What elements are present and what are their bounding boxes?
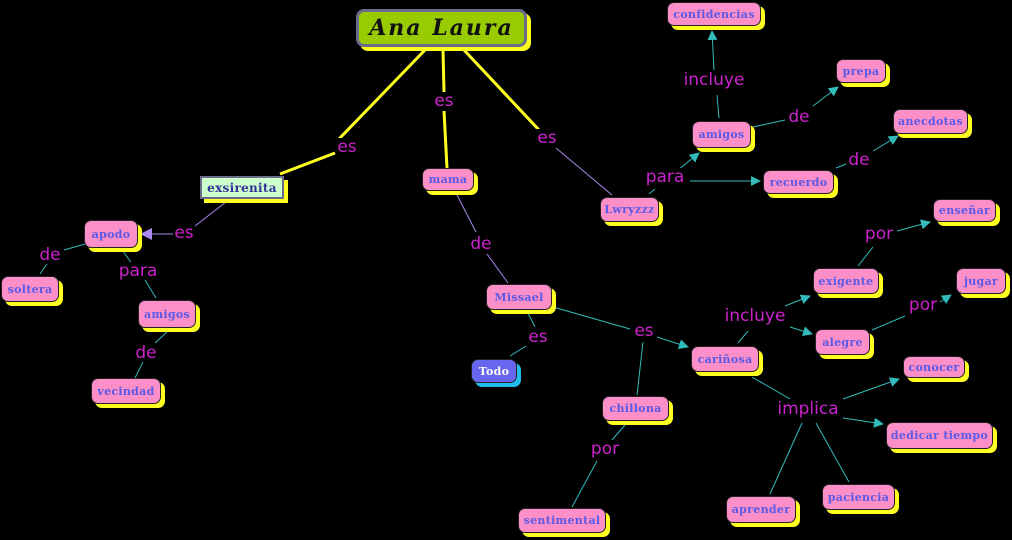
concept-recuerdo[interactable]: recuerdo xyxy=(763,170,834,194)
link-label-para: para xyxy=(117,261,159,281)
line-de-prepa xyxy=(812,86,839,107)
concept-aprender[interactable]: aprender xyxy=(726,496,796,523)
link-label-por: por xyxy=(907,295,939,315)
line-apodo-para xyxy=(122,250,133,265)
line-de-missael xyxy=(486,253,509,284)
line-implica-paciencia xyxy=(815,422,850,483)
concept-ensenar[interactable]: enseñar xyxy=(933,199,996,222)
link-label-incluye: incluye xyxy=(723,306,787,326)
link-label-de: de xyxy=(847,150,871,170)
line-es2-chillona xyxy=(636,341,644,396)
line-chillona-por xyxy=(611,424,626,441)
line-root-es3 xyxy=(462,48,541,132)
line-implica-dedicar xyxy=(842,417,884,428)
line-mama-de xyxy=(455,192,477,233)
concept-chillona[interactable]: chillona xyxy=(602,396,669,421)
line-carinosa-incluye xyxy=(737,330,749,344)
line-lwryzzz-para xyxy=(648,188,656,195)
line-implica-aprender xyxy=(769,422,803,495)
link-label-de: de xyxy=(38,245,62,265)
line-incluye-confidencias xyxy=(707,30,718,71)
line-amigos-de-r xyxy=(752,119,786,128)
link-label-es: es xyxy=(536,128,558,148)
concept-anecdotas[interactable]: anecdotas xyxy=(893,109,968,134)
link-label-de: de xyxy=(469,234,493,254)
line-missael-es2 xyxy=(552,306,631,330)
link-label-por: por xyxy=(589,439,621,459)
line-exigente-por xyxy=(857,246,874,267)
link-label-implica: implica xyxy=(776,399,840,419)
concept-confidencias[interactable]: confidencias xyxy=(667,2,761,26)
link-label-para: para xyxy=(644,167,686,187)
link-label-es: es xyxy=(633,321,655,341)
line-implica-conocer xyxy=(842,377,900,400)
line-root-es2 xyxy=(441,49,446,93)
root-concept-ana-laura[interactable]: Ana Laura xyxy=(356,9,527,47)
line-root-es1 xyxy=(336,48,427,142)
concept-vecindad[interactable]: vecindad xyxy=(91,378,161,404)
line-de-soltera xyxy=(39,263,48,275)
link-label-de: de xyxy=(787,107,811,127)
line-por-sentimental xyxy=(571,460,598,508)
line-por-jugar xyxy=(939,294,952,305)
link-label-es: es xyxy=(433,91,455,111)
concept-dedicar-tiempo[interactable]: dedicar tiempo xyxy=(886,422,993,449)
concept-sentimental[interactable]: sentimental xyxy=(518,508,606,533)
link-label-es: es xyxy=(173,223,195,243)
line-recuerdo-de xyxy=(835,163,847,169)
link-label-por: por xyxy=(863,224,895,244)
line-incluye-alegre xyxy=(789,326,813,337)
concept-soltera[interactable]: soltera xyxy=(1,276,59,302)
line-es2-carinosa xyxy=(656,336,689,349)
link-label-de: de xyxy=(134,343,158,363)
line-es2-mama xyxy=(442,110,449,169)
line-para-amigos-r xyxy=(677,152,700,171)
concept-amigos-right[interactable]: amigos xyxy=(692,121,751,148)
concept-exigente[interactable]: exigente xyxy=(813,268,879,294)
concept-alegre[interactable]: alegre xyxy=(815,329,870,355)
concept-exsirenita[interactable]: exsirenita xyxy=(200,176,284,199)
line-para-amigos xyxy=(144,279,157,299)
line-exsirenita-es xyxy=(194,201,227,227)
line-es-todo xyxy=(509,345,527,357)
line-carinosa-implica xyxy=(751,376,791,400)
link-label-incluye: incluye xyxy=(682,70,746,90)
concept-conocer[interactable]: conocer xyxy=(903,356,965,378)
concept-todo[interactable]: Todo xyxy=(471,359,517,383)
link-label-es: es xyxy=(527,327,549,347)
concept-missael[interactable]: Missael xyxy=(486,284,552,310)
concept-prepa[interactable]: prepa xyxy=(836,59,886,83)
line-amigos-de xyxy=(154,331,168,344)
concept-carinosa[interactable]: cariñosa xyxy=(691,346,759,372)
line-por-ensenar xyxy=(896,219,931,232)
link-label-es: es xyxy=(336,137,358,157)
line-amigos-incluye xyxy=(716,94,720,119)
line-missael-es xyxy=(526,310,536,328)
line-es1-exsirenita xyxy=(279,151,336,176)
concept-amigos-left[interactable]: amigos xyxy=(138,300,196,328)
line-incluye-exigente xyxy=(784,294,811,307)
line-es3-lwryzzz xyxy=(555,147,613,196)
concept-paciencia[interactable]: paciencia xyxy=(822,484,895,510)
line-de-anecdotas xyxy=(872,135,899,152)
line-alegre-por xyxy=(871,315,906,331)
line-de-vecindad xyxy=(134,361,144,379)
concept-apodo[interactable]: apodo xyxy=(84,220,138,248)
concept-lwryzzz[interactable]: Lwryzzz xyxy=(600,197,659,222)
concept-jugar[interactable]: jugar xyxy=(956,268,1006,294)
concept-mama[interactable]: mama xyxy=(422,168,474,191)
